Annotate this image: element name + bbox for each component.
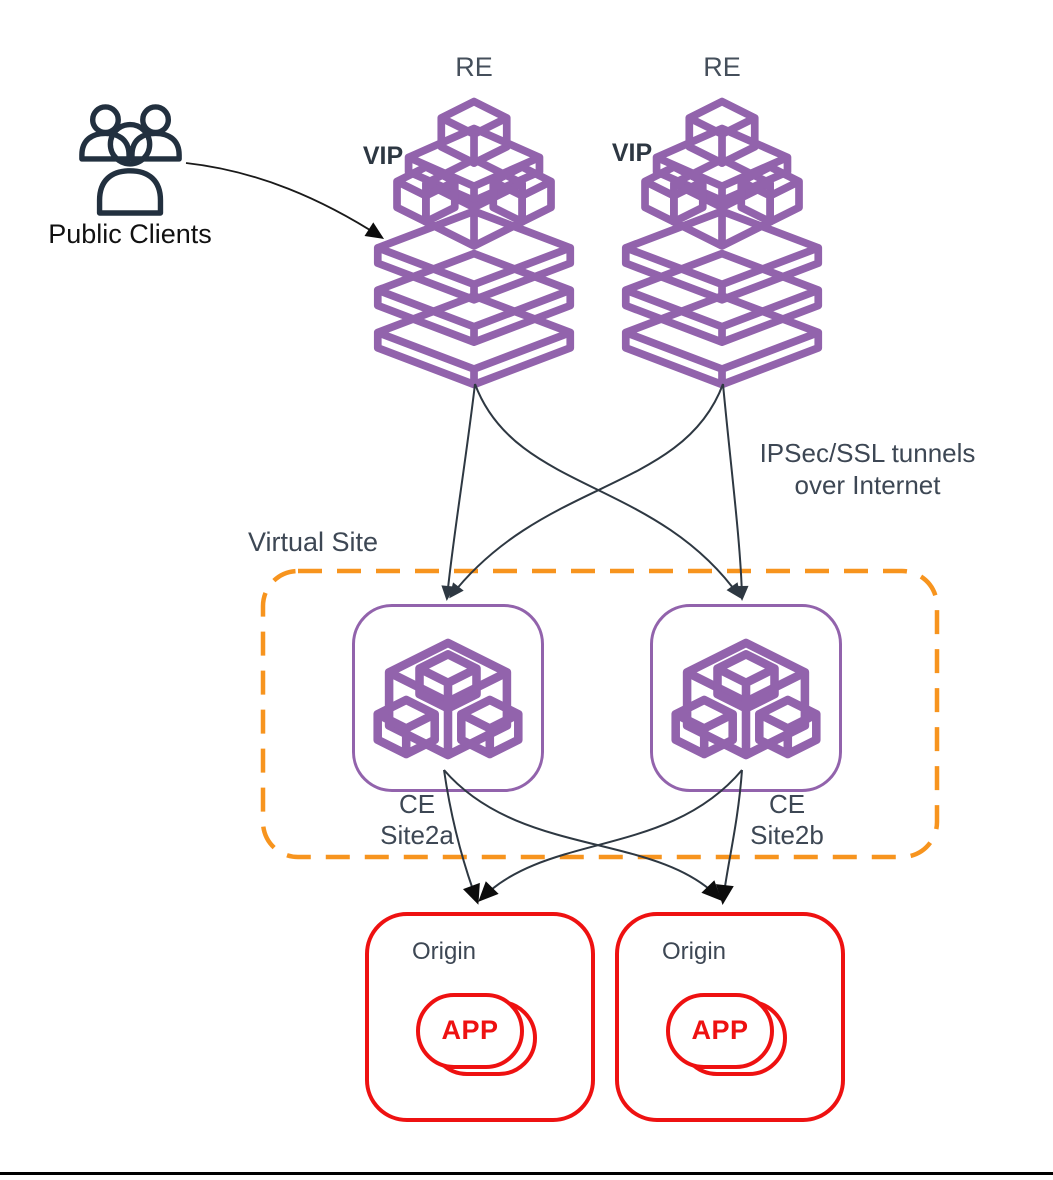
re2-label: RE [703, 52, 741, 82]
origin1-app: APP [416, 992, 548, 1086]
ce-site2b-type: CE [768, 789, 806, 819]
tunnel-note: IPSec/SSL tunnels over Internet [735, 437, 1000, 501]
origin2-app: APP [666, 992, 798, 1086]
ce-site2a-label: CE Site2a [347, 789, 487, 851]
regional-edge-stack-icon [621, 97, 823, 389]
regional-edge-stack-icon [373, 97, 575, 389]
tunnel-note-line2: over Internet [794, 470, 941, 500]
origin1-label: Origin [412, 938, 477, 965]
virtual-site-label: Virtual Site [248, 527, 379, 557]
origin2-label: Origin [662, 938, 727, 965]
app-pill-icon [416, 993, 537, 1076]
origin1-box [365, 912, 595, 1122]
origin2-box [615, 912, 845, 1122]
ce-site2b-site: Site2b [750, 820, 824, 850]
re1-label: RE [455, 52, 493, 82]
connector-re1-ce2b [474, 383, 741, 599]
connector-re1-ce2a [441, 383, 476, 601]
page-bottom-border [0, 1172, 1053, 1175]
people-group-icon [79, 104, 182, 216]
ce-site2a-node [352, 604, 544, 792]
app-pill-icon [666, 993, 787, 1076]
connector-re2-ce2a [449, 383, 724, 599]
customer-edge-cubes-icon [373, 638, 523, 759]
ce-site2b-label: CE Site2b [717, 789, 857, 851]
origin2-app-label: APP [691, 1014, 749, 1045]
re2-vip-label: VIP [611, 139, 653, 167]
origin1-app-label: APP [441, 1014, 499, 1045]
public-clients-label: Public Clients [48, 219, 212, 249]
ce-site2a-type: CE [398, 789, 436, 819]
customer-edge-cubes-icon [671, 638, 821, 759]
ce-site2a-site: Site2a [380, 820, 454, 850]
tunnel-note-line1: IPSec/SSL tunnels [759, 438, 976, 468]
ce-site2b-node [650, 604, 842, 792]
